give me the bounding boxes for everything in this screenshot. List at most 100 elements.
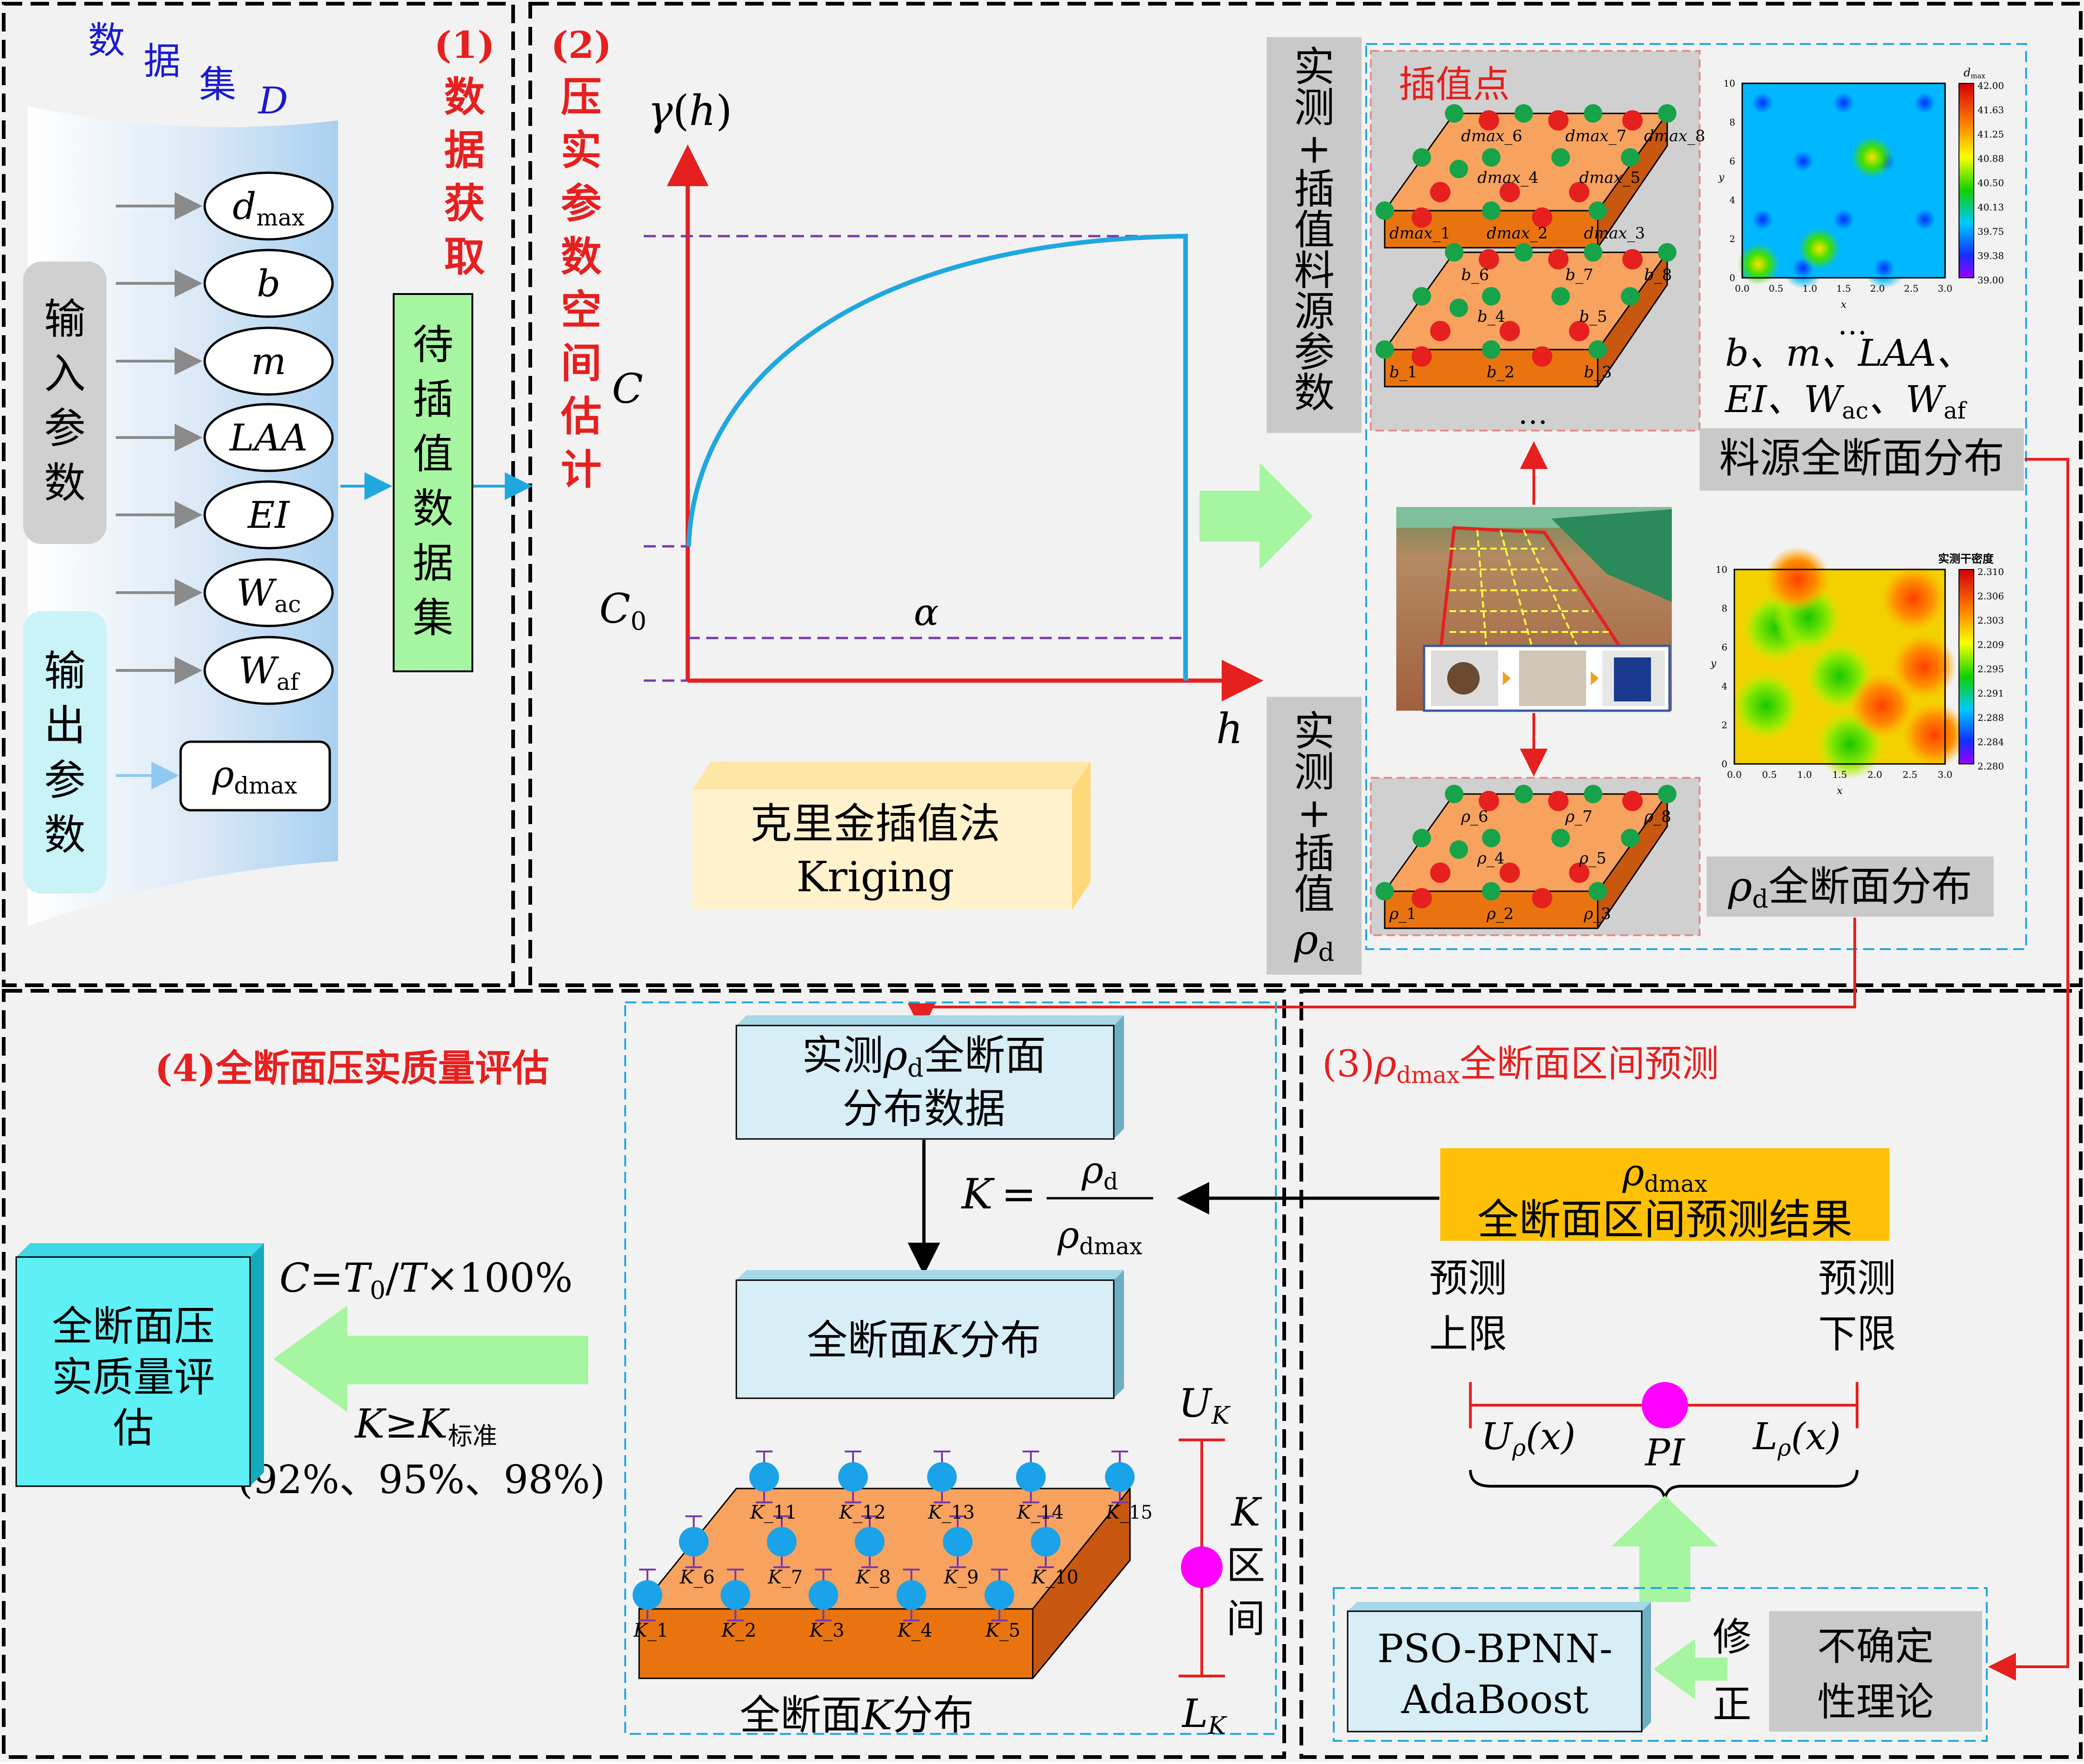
K-point-13: K_13: [927, 1451, 975, 1523]
red-point: [1548, 110, 1569, 131]
slab-point-label: dmax_3: [1584, 224, 1645, 243]
green-point: [1375, 201, 1394, 220]
kriging-cn: 克里金插值法: [750, 800, 1000, 848]
inset-2: [1519, 651, 1586, 706]
upper-bound-label: Uρ(x): [1481, 1415, 1576, 1461]
upper-label: 预测: [1429, 1256, 1507, 1301]
output-params-label-char: 出: [44, 701, 86, 750]
panel1-title-char: 据: [444, 126, 485, 174]
green-point: [1482, 201, 1500, 220]
panel2-title-char: 估: [560, 392, 602, 440]
K-interval-text: 间: [1226, 1596, 1265, 1641]
K-point-8: K_8: [855, 1515, 891, 1588]
param-ellipse: [203, 558, 334, 627]
param-ellipse: [203, 480, 334, 550]
green-point: [1658, 785, 1676, 803]
green-point: [1588, 882, 1607, 901]
x-tick: 3.0: [1938, 283, 1952, 294]
side-label-top-char: +: [1297, 125, 1331, 172]
dataset-title-char: 集: [199, 63, 236, 106]
connector-to-uncertainty: [1988, 458, 2069, 1681]
K-point: [633, 1580, 662, 1610]
K-point: [809, 1580, 838, 1610]
x-tick: 2.0: [1870, 283, 1885, 294]
panel2-title-char: 实: [561, 126, 602, 174]
correction-label: 正: [1713, 1682, 1751, 1727]
model-box-front: [1347, 1610, 1643, 1733]
red-point: [1479, 249, 1499, 269]
colorbar-tick: 41.63: [1977, 105, 2004, 116]
colorbar-tick: 2.209: [1977, 639, 2004, 651]
green-point: [1412, 148, 1431, 167]
param-label: b: [257, 262, 280, 305]
K-point-15: K_15: [1105, 1451, 1153, 1523]
param-6: Waf: [116, 636, 334, 705]
x-tick: 1.5: [1833, 769, 1847, 780]
K-interval-text: 区: [1226, 1543, 1265, 1588]
K-point-label: K_11: [750, 1502, 797, 1523]
param-5: Wac: [116, 558, 334, 627]
colorbar-tick: 39.38: [1977, 250, 2004, 262]
green-point: [1621, 287, 1639, 306]
kriging-en: Kriging: [796, 853, 954, 901]
slab-point-label: b_4: [1477, 307, 1505, 326]
red-point: [1412, 207, 1432, 228]
heatmap-low: [1741, 82, 1783, 124]
side-label-top-char: 源: [1294, 288, 1335, 335]
x-tick: 2.5: [1902, 769, 1917, 780]
green-point: [1445, 785, 1463, 803]
slab-side: [1598, 252, 1667, 387]
K-point-label: K_6: [679, 1567, 715, 1588]
lower-label: 预测: [1818, 1256, 1896, 1301]
inset-bucket: [1614, 657, 1651, 701]
heatmap-low: [1823, 82, 1864, 124]
input-params-label-char: 数: [44, 459, 86, 507]
green-point: [1514, 785, 1533, 803]
correction-label: 修: [1713, 1614, 1751, 1660]
slab-point-label: b_5: [1579, 307, 1607, 326]
PI-label: PI: [1644, 1431, 1685, 1474]
colorbar-tick: 2.280: [1977, 761, 2004, 772]
panel2-title-char: 间: [561, 339, 602, 387]
interp-dataset-text-char: 待: [413, 321, 453, 369]
red-point: [1548, 791, 1569, 811]
slab-point-label: ρ_8: [1644, 807, 1671, 826]
param-label: Wac: [236, 571, 301, 618]
range-label: α: [914, 591, 939, 634]
K-point: [985, 1580, 1014, 1610]
green-point: [1412, 829, 1431, 847]
side-label-bot-char: 测: [1294, 748, 1335, 796]
side-label-bot-char: 值: [1294, 870, 1335, 918]
panel2-number: (2): [551, 23, 611, 67]
upper-label: 上限: [1429, 1311, 1507, 1357]
UK-label: UK: [1179, 1381, 1231, 1430]
K-slab-caption: 全断面K分布: [740, 1691, 974, 1739]
output-params-label-char: 数: [44, 811, 86, 859]
assessment-box-top: [16, 1243, 264, 1257]
green-point: [1588, 201, 1607, 220]
panel-3-frame: [1299, 989, 2083, 1759]
green-point: [1450, 160, 1468, 178]
y-tick: 2: [1721, 719, 1727, 731]
panel-4-frame: [2, 989, 1286, 1759]
K-point: [721, 1580, 750, 1610]
K-point-label: K_15: [1105, 1502, 1153, 1523]
measured-box-side: [1114, 1015, 1124, 1139]
interp-container: [1365, 43, 2027, 950]
K-point: [897, 1580, 926, 1610]
interp-dataset-text-char: 插: [413, 375, 453, 423]
heatmap-high: [1798, 228, 1840, 269]
side-label-top-box: [1267, 37, 1362, 433]
variogram-curve: [686, 233, 1188, 681]
colorbar-title: 实测干密度: [1938, 552, 1994, 565]
model-box-side: [1642, 1602, 1651, 1732]
y-tick: 10: [1716, 564, 1727, 575]
K-point: [927, 1462, 957, 1492]
x-axis-label: h: [1216, 705, 1243, 753]
x-tick: 2.0: [1867, 769, 1882, 780]
